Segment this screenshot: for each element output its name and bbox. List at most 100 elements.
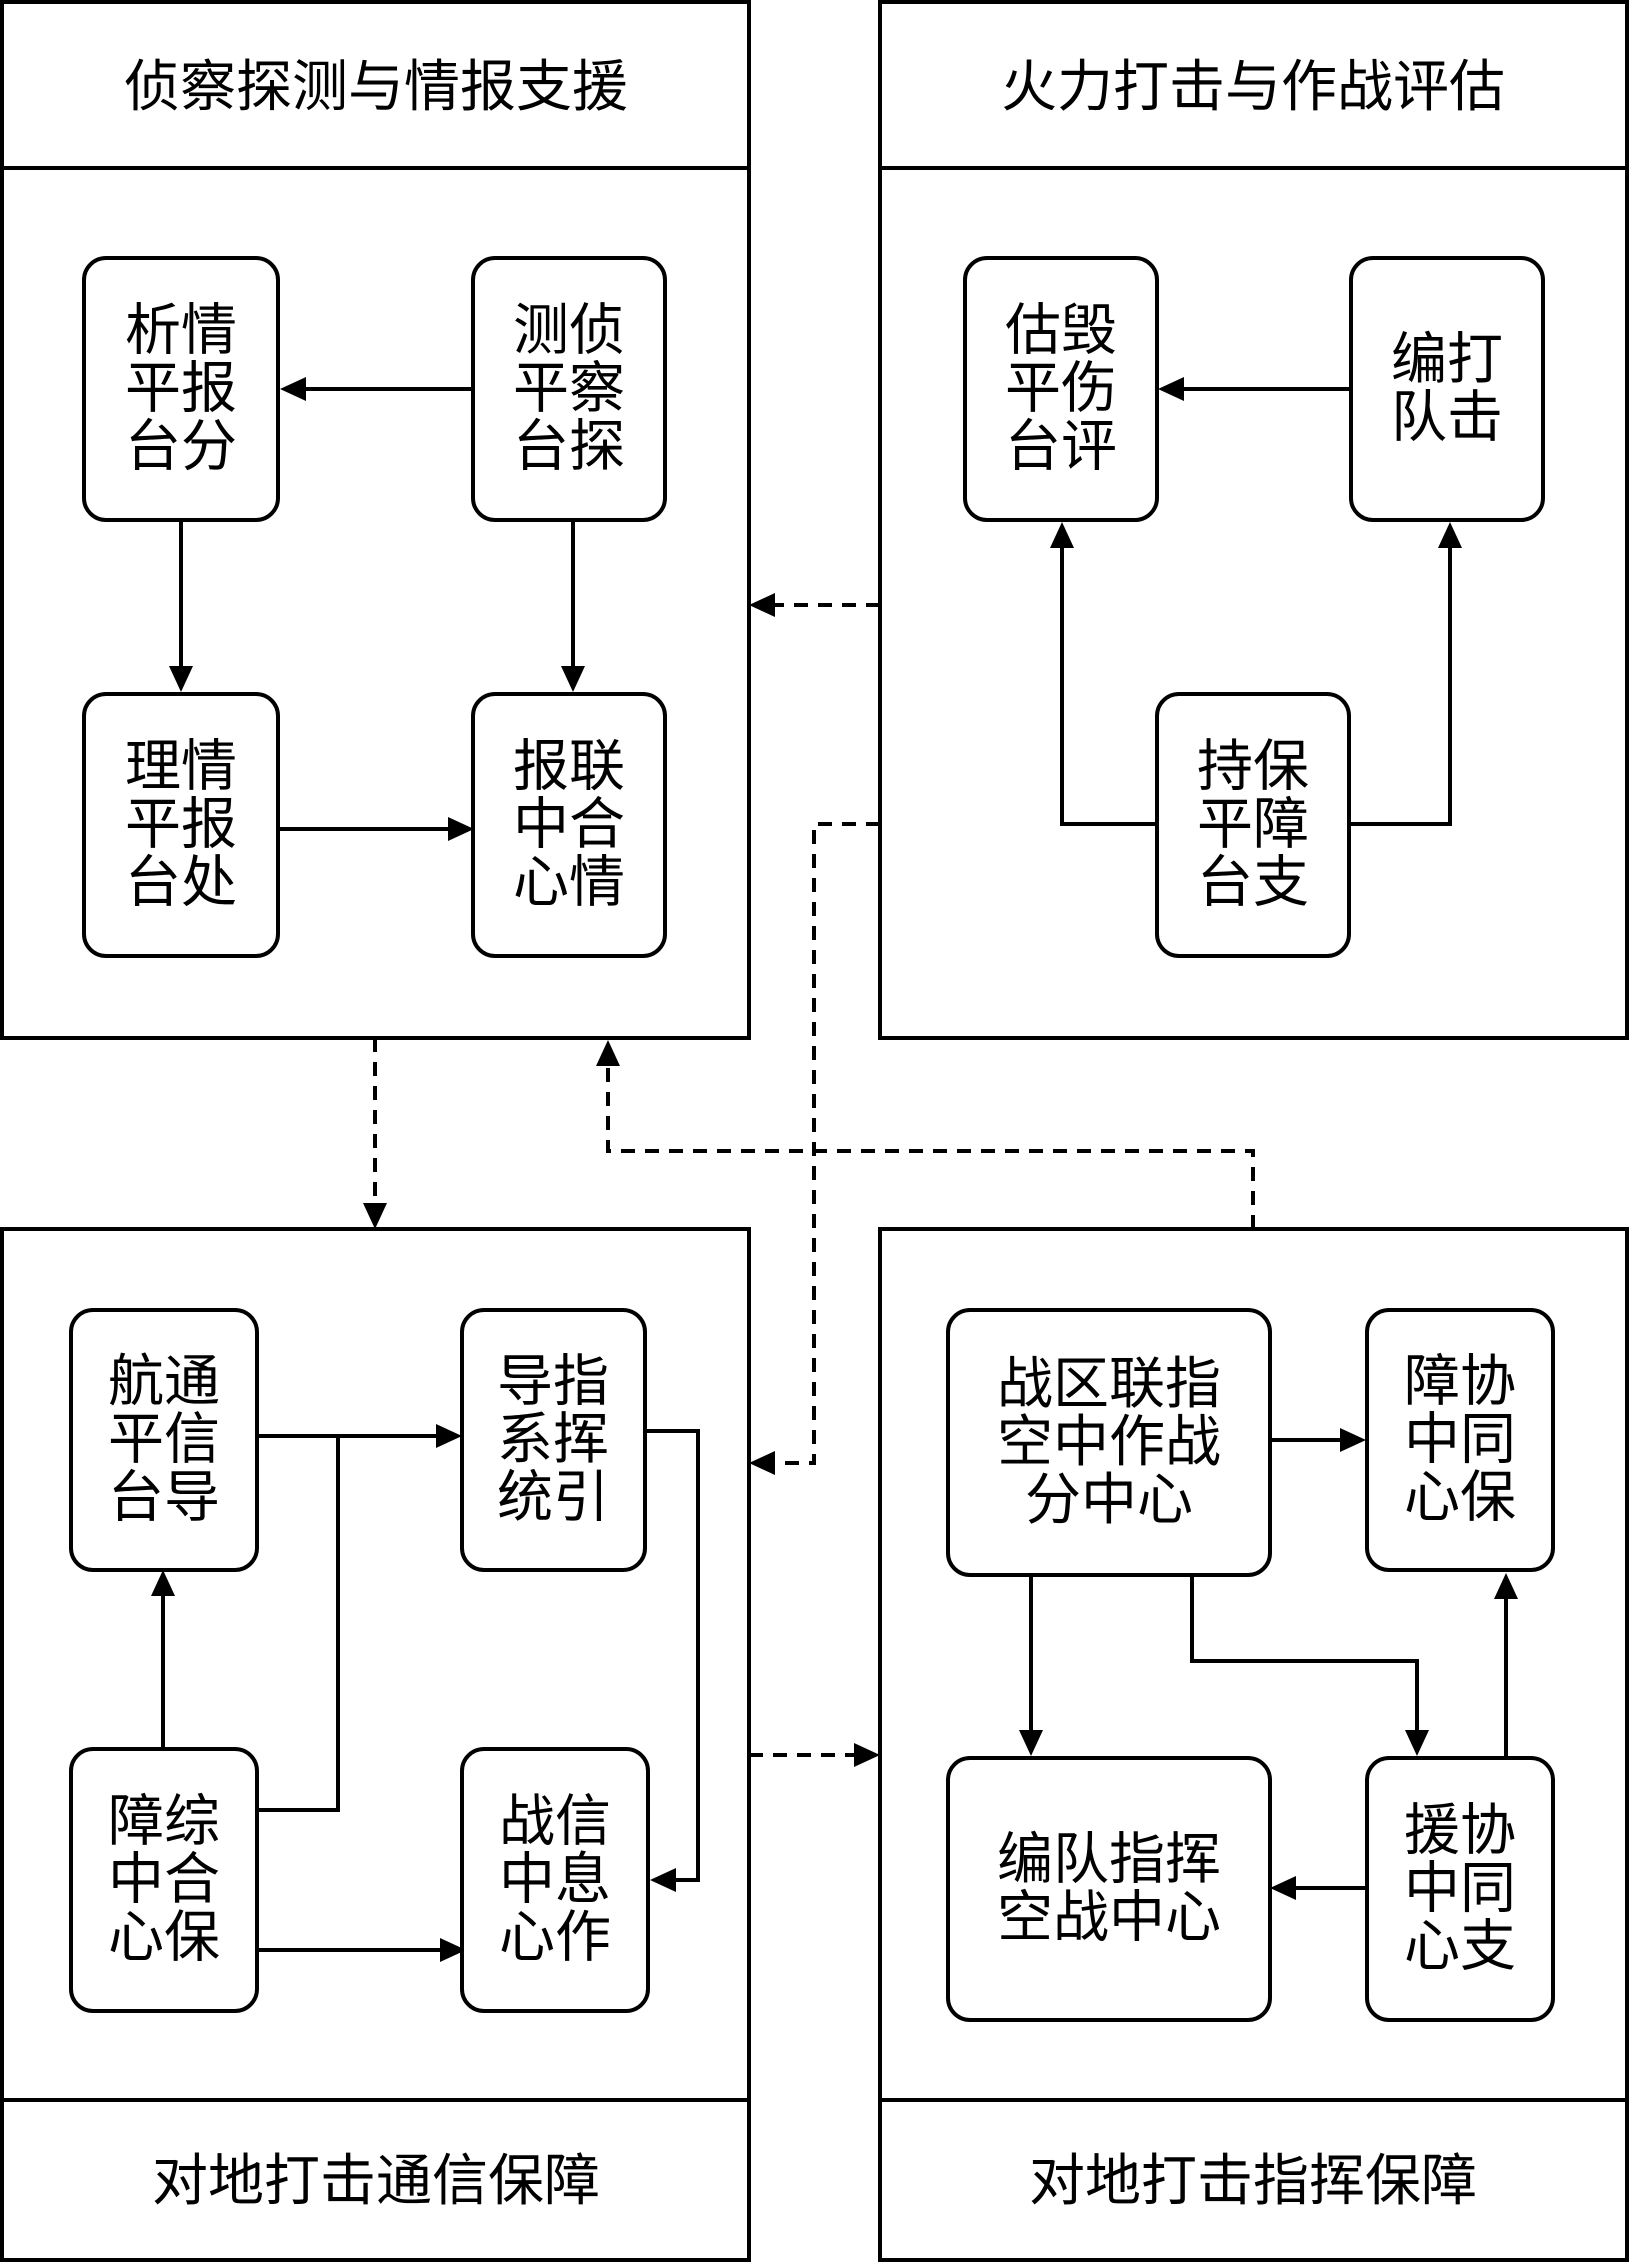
arrowhead-fusion-left [448, 817, 474, 841]
panel-command-title: 对地打击指挥保障 [1029, 2149, 1477, 2214]
node-integrated-support-line: 障综 [108, 1790, 220, 1855]
panel-fire-title: 火力打击与作战评估 [1001, 55, 1505, 120]
edges-solid [161, 387, 1508, 1952]
node-damage-assess: 估毁 平伤 台评 [963, 256, 1159, 522]
arrowhead-guidance [436, 1424, 462, 1448]
node-intel-process-line: 平报 [125, 793, 237, 858]
node-coord-security-line: 中同 [1404, 1408, 1516, 1473]
edge-guidance-to-infoops [645, 1429, 700, 1882]
node-intel-fusion-box [471, 692, 667, 958]
node-nav-comm: 航通 平信 台导 [69, 1308, 259, 1572]
node-info-ops-line: 心作 [499, 1906, 611, 1971]
node-guidance-system-line: 系挥 [497, 1408, 609, 1473]
node-strike-formation-box [1349, 256, 1545, 522]
panel-command: 对地打击指挥保障 [878, 1227, 1629, 2262]
node-info-ops: 战信 中息 心作 [460, 1747, 650, 2013]
node-guidance-system: 导指 系挥 统引 [460, 1308, 647, 1572]
node-formation-command-line: 空战中心 [997, 1886, 1221, 1951]
arrowheads [151, 377, 1518, 1962]
node-intel-fusion-line: 心情 [513, 851, 625, 916]
node-coord-support-line: 心支 [1404, 1915, 1516, 1980]
arrowhead-coordsup-top [1405, 1730, 1429, 1756]
node-support-platform: 持保 平障 台支 [1155, 692, 1351, 958]
node-recon-detect-line: 平察 [513, 357, 625, 422]
node-info-ops-line: 中息 [499, 1848, 611, 1913]
node-nav-comm-line: 台导 [108, 1466, 220, 1531]
node-theater-air-ops: 战区联指 空中作战 分中心 [946, 1308, 1272, 1577]
arrowhead-analysis [280, 377, 306, 401]
panel-comm: 对地打击通信保障 [0, 1227, 751, 2262]
arrowhead-dash-comm-right [749, 1451, 775, 1475]
node-coord-support-line: 援协 [1404, 1799, 1516, 1864]
panel-recon-title: 侦察探测与情报支援 [124, 55, 628, 120]
arrowhead-formation-right [1270, 1876, 1296, 1900]
node-info-ops-line: 战信 [499, 1790, 611, 1855]
node-intel-process-box [82, 692, 280, 958]
node-info-ops-box [460, 1747, 650, 2013]
node-integrated-support-line: 心保 [108, 1906, 220, 1971]
node-nav-comm-box [69, 1308, 259, 1572]
node-formation-command-line: 编队指挥 [997, 1828, 1221, 1893]
node-intel-analysis-box [82, 256, 280, 522]
arrowhead-coordsec-bottom [1494, 1573, 1518, 1599]
arrowhead-dash-command [854, 1743, 880, 1767]
node-nav-comm-line: 平信 [108, 1408, 220, 1473]
node-strike-formation: 编打 队击 [1349, 256, 1545, 522]
node-intel-analysis-line: 析情 [125, 299, 237, 364]
node-support-platform-line: 持保 [1197, 735, 1309, 800]
node-recon-detect: 测侦 平察 台探 [471, 256, 667, 522]
node-coord-security: 障协 中同 心保 [1365, 1308, 1555, 1572]
node-guidance-system-box [460, 1308, 647, 1572]
node-strike-formation-line: 编打 [1391, 328, 1503, 393]
edge-support-to-assess [1060, 540, 1156, 826]
node-intel-process-line: 理情 [125, 735, 237, 800]
node-intel-fusion-line: 报联 [513, 735, 625, 800]
arrowhead-fusion-top [561, 666, 585, 692]
node-intel-analysis-line: 平报 [125, 357, 237, 422]
node-formation-command: 编队指挥 空战中心 [946, 1756, 1272, 2022]
panel-comm-title: 对地打击通信保障 [152, 2149, 600, 2214]
node-theater-air-ops-box [946, 1308, 1272, 1577]
arrowhead-infoops-right [650, 1868, 676, 1892]
node-damage-assess-line: 估毁 [1005, 299, 1117, 364]
node-damage-assess-box [963, 256, 1159, 522]
node-guidance-system-line: 导指 [497, 1350, 609, 1415]
node-nav-comm-line: 航通 [108, 1350, 220, 1415]
arrowhead-formation-top [1019, 1730, 1043, 1756]
node-support-platform-box [1155, 692, 1351, 958]
arrowhead-process [169, 666, 193, 692]
node-coord-support-line: 中同 [1404, 1857, 1516, 1922]
node-integrated-support: 障综 中合 心保 [69, 1747, 259, 2013]
node-coord-support-box [1365, 1756, 1555, 2022]
arrowhead-dash-recon [749, 593, 775, 617]
dash-command-to-recon [606, 1062, 1255, 1229]
panel-comm-frame [0, 1227, 751, 2262]
node-integrated-support-line: 中合 [108, 1848, 220, 1913]
arrowhead-dash-recon-bottom [596, 1040, 620, 1066]
node-damage-assess-line: 台评 [1005, 415, 1117, 480]
panel-fire: 火力打击与作战评估 [878, 0, 1629, 1040]
node-strike-formation-line: 队击 [1391, 386, 1503, 451]
node-integrated-support-box [69, 1747, 259, 2013]
node-support-platform-line: 平障 [1197, 793, 1309, 858]
edge-integrated-to-guidance [257, 1436, 340, 1812]
node-damage-assess-line: 平伤 [1005, 357, 1117, 422]
node-theater-air-ops-line: 空中作战 [997, 1410, 1221, 1475]
node-recon-detect-box [471, 256, 667, 522]
arrowhead-coordsec [1340, 1428, 1366, 1452]
node-intel-analysis: 析情 平报 台分 [82, 256, 280, 522]
dash-fire-to-comm [772, 822, 880, 1465]
edge-support-to-strike [1350, 540, 1452, 826]
node-coord-security-line: 心保 [1404, 1466, 1516, 1531]
edges-dashed [373, 603, 1255, 1757]
arrowhead-assess [1158, 377, 1184, 401]
node-intel-fusion: 报联 中合 心情 [471, 692, 667, 958]
arrowhead-infoops-left [440, 1938, 466, 1962]
node-formation-command-box [946, 1756, 1272, 2022]
arrowhead-dash-comm-top [363, 1203, 387, 1229]
nodes: 析情 平报 台分 测侦 平察 台探 理情 平报 台处 报联 中合 心情 估毁 平… [69, 256, 1555, 2022]
node-recon-detect-line: 台探 [513, 415, 625, 480]
arrowhead-navcomm [151, 1570, 175, 1596]
node-theater-air-ops-line: 分中心 [1025, 1468, 1193, 1533]
